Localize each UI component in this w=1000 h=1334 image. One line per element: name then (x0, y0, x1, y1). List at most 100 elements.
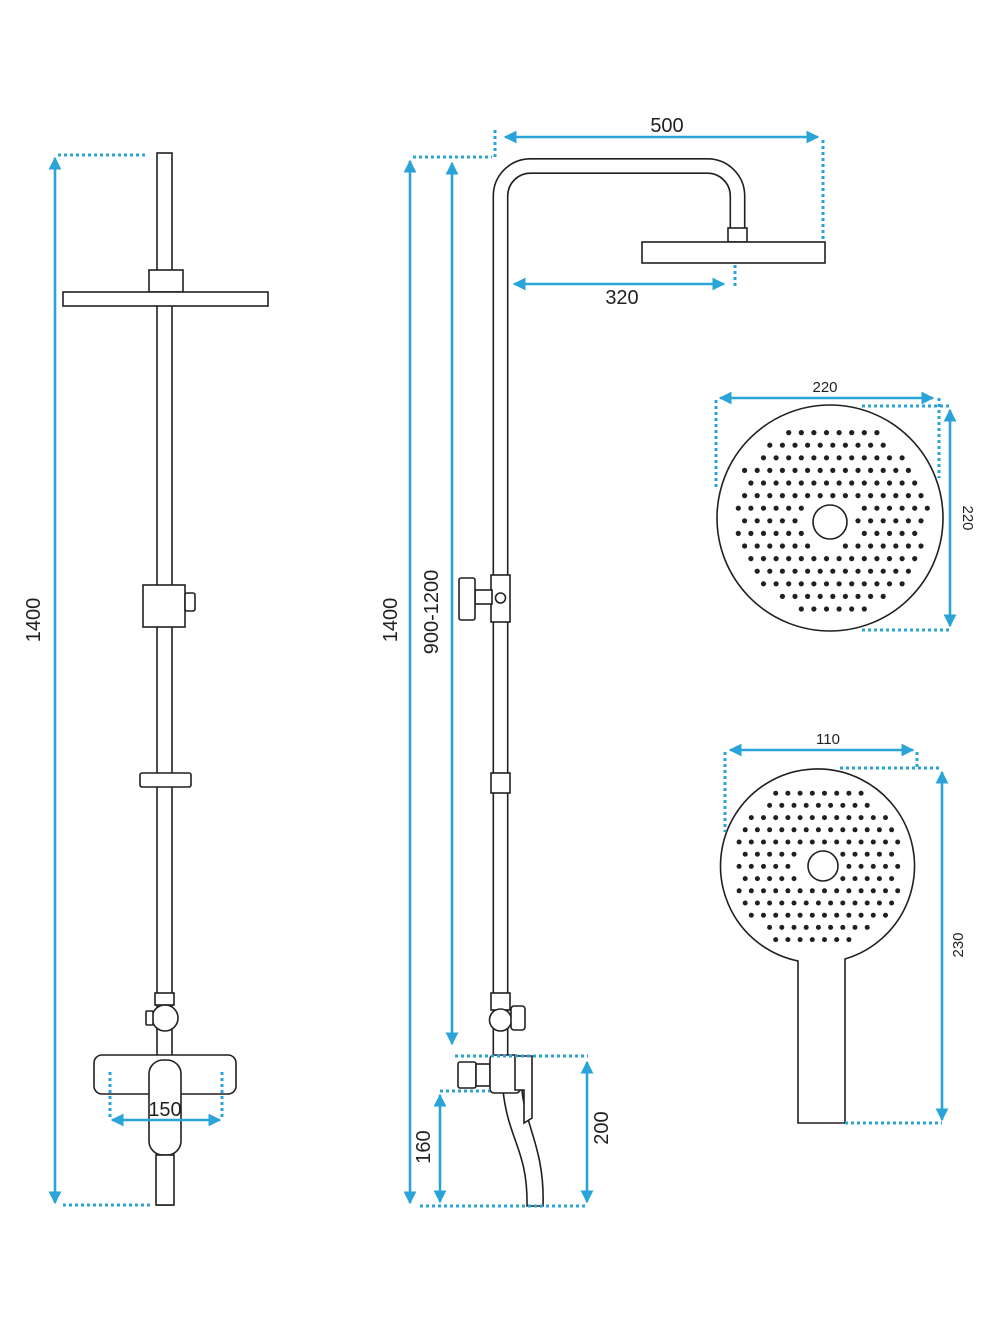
spray-nozzle (880, 467, 886, 473)
spray-nozzle (905, 467, 912, 473)
spray-nozzle (779, 442, 786, 448)
spray-nozzle (858, 815, 864, 821)
spray-nozzle (861, 480, 867, 486)
overhead-shower-head (641, 241, 826, 264)
spray-nozzle (761, 888, 766, 894)
spray-nozzle (742, 827, 748, 833)
spray-nozzle (870, 863, 876, 869)
spray-nozzle (858, 863, 864, 869)
spray-nozzle (792, 543, 798, 549)
spray-nozzle (868, 493, 874, 499)
spray-nozzle (842, 568, 849, 574)
spray-nozzle (792, 568, 798, 574)
side-height-label: 1400 (380, 598, 402, 643)
spray-nozzle (811, 455, 817, 461)
spray-nozzle (852, 876, 858, 882)
spray-nozzle (815, 924, 821, 930)
spout-height-label: 160 (413, 1130, 435, 1163)
spray-nozzle (883, 839, 888, 845)
pipe-joint (490, 992, 511, 1011)
spray-nozzle (779, 467, 786, 473)
spray-nozzle (779, 900, 785, 906)
spray-nozzle (773, 863, 779, 869)
diverter-knob (458, 577, 476, 621)
spray-nozzle (742, 467, 748, 473)
riser-pipe (156, 152, 173, 1206)
spray-nozzle (760, 480, 767, 486)
spray-nozzle (748, 912, 754, 918)
spray-nozzle (849, 606, 855, 612)
spray-nozzle (803, 802, 809, 808)
spray-nozzle (912, 480, 918, 486)
spray-nozzle (924, 505, 930, 511)
spray-nozzle (886, 480, 893, 486)
spray-nozzle (798, 480, 804, 486)
spray-nozzle (836, 606, 842, 612)
spray-nozzle (786, 505, 792, 511)
spray-nozzle (785, 912, 791, 918)
spray-nozzle (815, 802, 821, 808)
spray-nozzle (761, 839, 766, 845)
mixer-knob (457, 1061, 477, 1089)
spray-nozzle (803, 924, 809, 930)
spray-nozzle (828, 900, 834, 906)
spray-nozzle (760, 581, 767, 587)
spray-nozzle (779, 851, 785, 857)
spray-nozzle (803, 827, 809, 833)
spray-nozzle (754, 543, 760, 549)
spray-nozzle (779, 827, 785, 833)
spray-nozzle (748, 839, 754, 845)
riser-arm-inner (494, 159, 744, 1056)
slider-sleeve (490, 772, 511, 794)
spray-nozzle (773, 839, 779, 845)
spray-nozzle (797, 912, 803, 918)
head-connector (727, 227, 748, 243)
spray-nozzle (895, 839, 901, 845)
spray-nozzle (748, 863, 754, 869)
spray-nozzle (886, 581, 893, 587)
spray-nozzle (874, 530, 880, 537)
spray-nozzle (805, 493, 811, 499)
spray-nozzle (874, 480, 880, 486)
spray-nozzle (836, 455, 842, 461)
spray-nozzle (815, 827, 821, 833)
spray-nozzle (767, 924, 773, 930)
spray-nozzle (786, 480, 792, 486)
spray-nozzle (893, 467, 899, 473)
spray-nozzle (742, 543, 748, 549)
spray-nozzle (779, 876, 785, 882)
spray-nozzle (754, 827, 760, 833)
spray-nozzle (748, 815, 754, 821)
spray-nozzle (861, 505, 867, 511)
mixer-width-label: 150 (148, 1099, 181, 1121)
spray-nozzle (792, 518, 798, 524)
spray-nozzle (798, 556, 804, 562)
hand-center-hole (807, 850, 839, 882)
spray-nozzle (779, 543, 786, 549)
spray-nozzle (809, 815, 815, 821)
spray-nozzle (805, 467, 811, 473)
spray-nozzle (748, 505, 754, 511)
spray-nozzle (868, 593, 874, 600)
spray-nozzle (736, 839, 742, 845)
spray-nozzle (767, 851, 773, 857)
spray-nozzle (830, 442, 836, 448)
spray-nozzle (899, 556, 905, 562)
spray-nozzle (773, 581, 779, 587)
spray-nozzle (811, 556, 817, 562)
spray-nozzle (767, 493, 773, 499)
spray-nozzle (876, 900, 882, 906)
spray-nozzle (886, 556, 893, 562)
spray-nozzle (899, 530, 905, 537)
spray-nozzle (849, 455, 855, 461)
spray-nozzle (797, 937, 803, 943)
spray-nozzle (786, 530, 792, 537)
overhead-shower-head (62, 291, 269, 307)
spray-nozzle (889, 851, 895, 857)
spray-nozzle (880, 442, 886, 448)
spray-nozzle (880, 518, 886, 524)
spray-nozzle (893, 493, 899, 499)
spray-nozzle (797, 815, 803, 821)
spray-nozzle (868, 518, 874, 524)
spray-nozzle (760, 505, 767, 511)
